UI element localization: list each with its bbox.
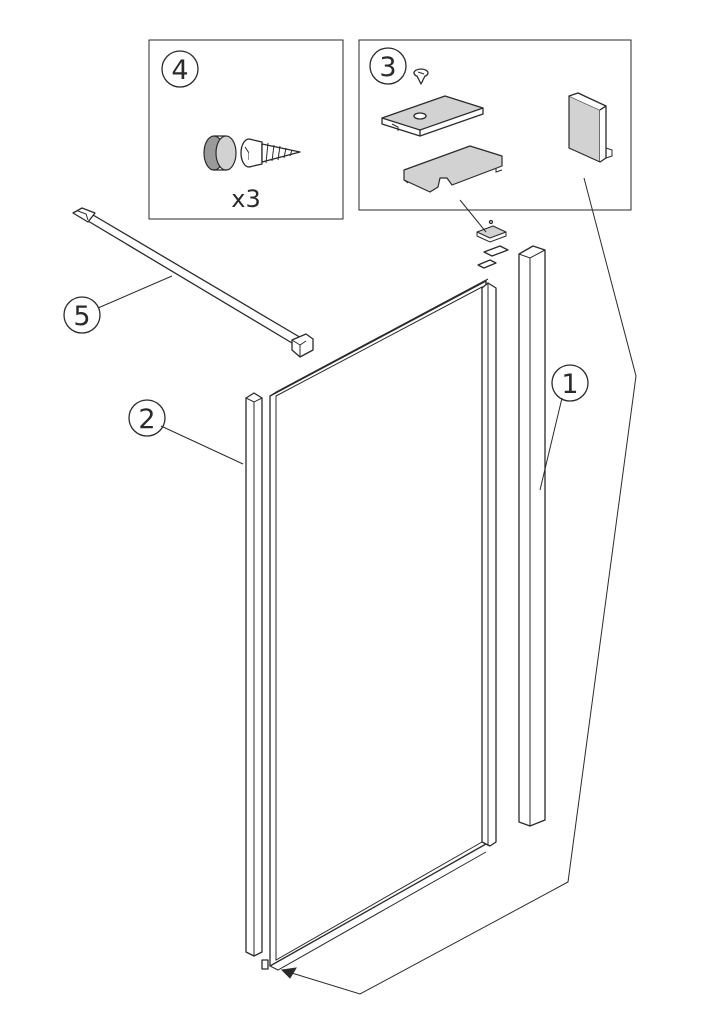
callout-4-label: 4 — [171, 55, 188, 86]
callout-2: 2 — [128, 399, 244, 465]
detail-box-3: 3 — [358, 39, 632, 211]
quantity-label: x3 — [231, 185, 260, 213]
callout-3: 3 — [369, 47, 407, 85]
callout-4: 4 — [161, 50, 199, 88]
callout-1: 1 — [539, 364, 589, 491]
callout-5: 5 — [63, 275, 173, 334]
leader-lines — [280, 177, 637, 995]
top-bracket — [459, 199, 509, 269]
detail-box-4: 4 x3 — [148, 39, 344, 220]
wall-profile-left — [245, 392, 263, 957]
end-cap-icon — [568, 92, 613, 163]
clamp-plate-icon — [381, 95, 484, 137]
gasket-plate-icon — [403, 145, 503, 193]
callout-3-label: 3 — [379, 52, 396, 83]
glass-panel — [269, 278, 489, 971]
small-screw-icon — [413, 68, 429, 85]
screw-cap-icon — [203, 135, 301, 171]
callout-1-label: 1 — [561, 369, 578, 400]
bottom-spacer — [261, 959, 269, 970]
glass-edge-profile — [481, 282, 497, 847]
wall-profile-right — [518, 245, 546, 827]
stabilizer-bar — [72, 207, 314, 358]
callout-2-label: 2 — [138, 404, 155, 435]
callout-5-label: 5 — [73, 301, 90, 332]
